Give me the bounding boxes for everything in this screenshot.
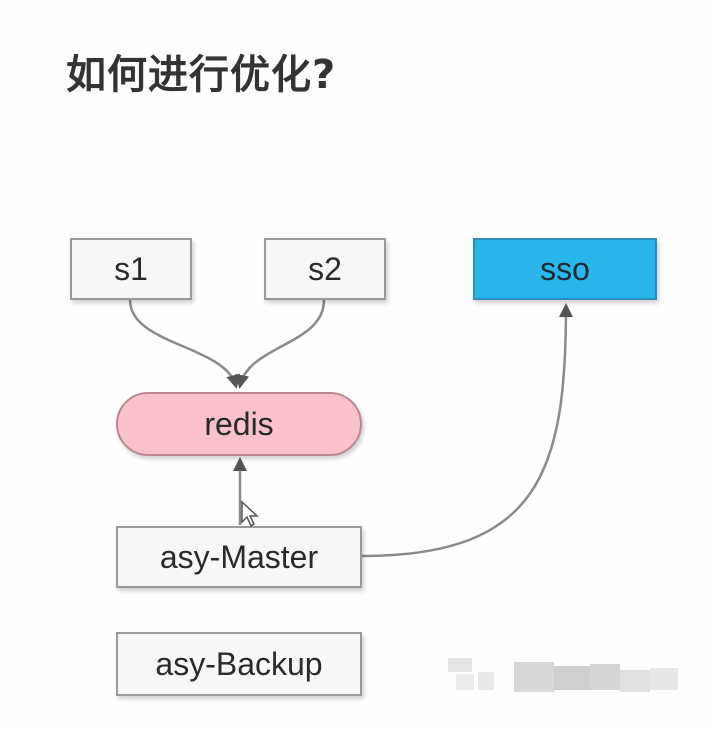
node-s2: s2 (264, 238, 386, 300)
node-s1: s1 (70, 238, 192, 300)
node-asy-backup: asy-Backup (116, 632, 362, 696)
blurred-watermark (448, 658, 678, 692)
mouse-cursor-icon (241, 500, 259, 528)
node-asy-master: asy-Master (116, 526, 362, 588)
slide-title: 如何进行优化? (66, 52, 337, 98)
node-sso: sso (473, 238, 657, 300)
node-redis: redis (116, 392, 362, 456)
edge-s1-redis (128, 299, 240, 389)
edge-master-sso (361, 303, 573, 558)
edge-s2-redis (235, 299, 326, 389)
